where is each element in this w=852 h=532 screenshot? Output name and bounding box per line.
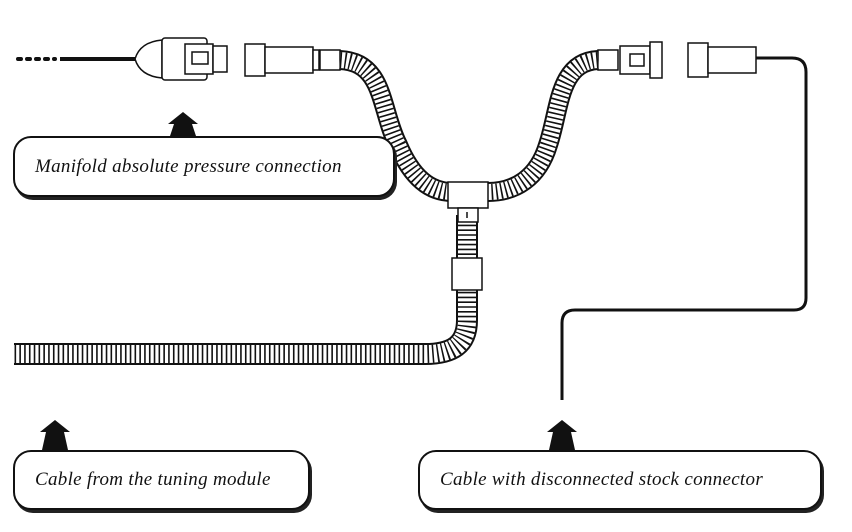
tuning-module-cable-label: Cable from the tuning module xyxy=(13,450,310,510)
label-text: Cable from the tuning module xyxy=(35,469,271,490)
t-junction xyxy=(447,181,489,291)
map-sensor-connector xyxy=(134,37,228,81)
map-connection-label: Manifold absolute pressure connection xyxy=(13,136,395,197)
harness-connector-left xyxy=(244,43,341,77)
stock-cable xyxy=(560,56,808,400)
stock-connector-cable-label: Cable with disconnected stock connector xyxy=(418,450,822,510)
stock-connector xyxy=(687,42,757,78)
arrow-up-icon xyxy=(547,420,577,450)
label-text: Cable with disconnected stock connector xyxy=(440,469,764,490)
label-text: Manifold absolute pressure connection xyxy=(35,155,342,177)
corrugated-harness xyxy=(14,50,600,365)
harness-connector-right-male xyxy=(597,41,663,79)
arrow-up-icon xyxy=(168,112,198,136)
arrow-up-icon xyxy=(40,420,70,450)
